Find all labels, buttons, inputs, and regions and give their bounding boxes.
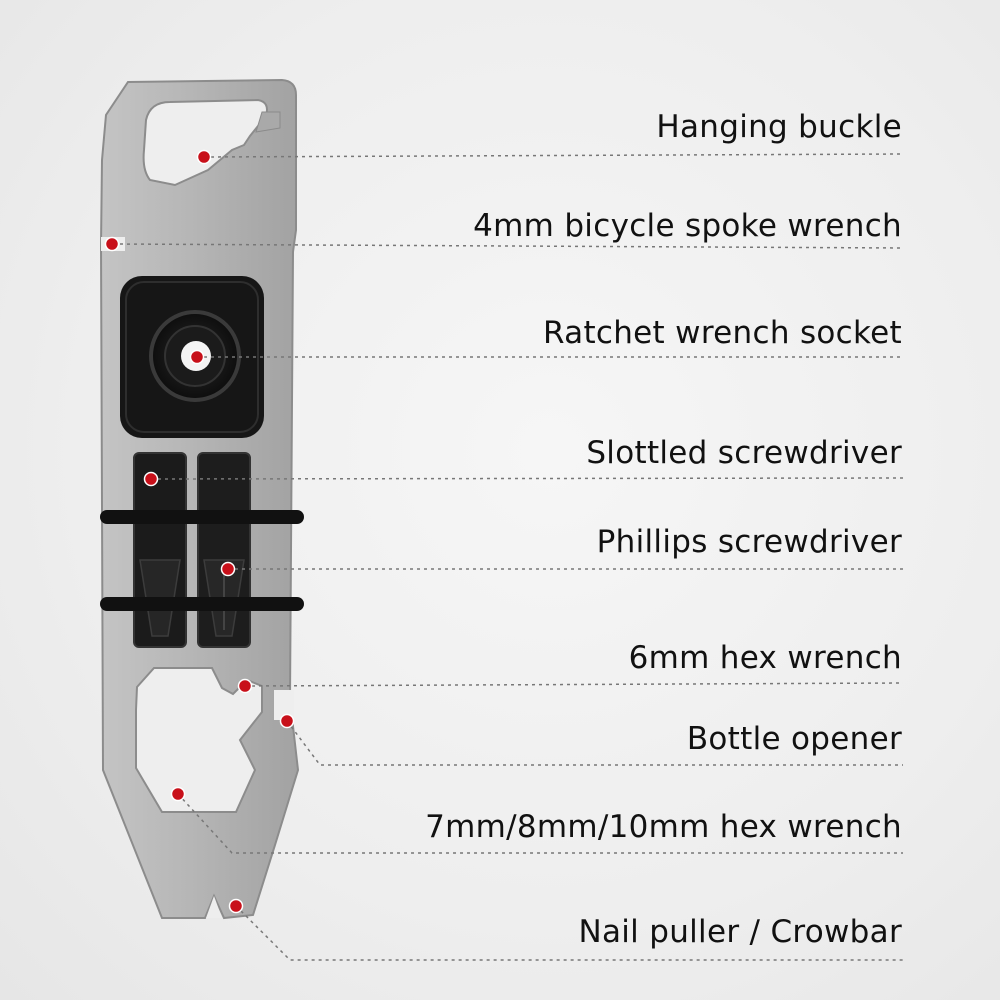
label-bottle-opener: Bottle opener — [686, 721, 902, 757]
bottle-opener-notch — [274, 690, 294, 720]
rubber-band-bottom — [100, 597, 304, 611]
marker-slotted — [143, 471, 159, 487]
label-slotted-screwdriver: Slottled screwdriver — [586, 435, 902, 471]
marker-bottle-opener — [279, 713, 295, 729]
label-ratchet-socket: Ratchet wrench socket — [542, 315, 902, 351]
label-phillips-screwdriver: Phillips screwdriver — [596, 524, 902, 560]
marker-spoke-wrench — [104, 236, 120, 252]
nail-puller-notch — [206, 896, 222, 918]
marker-phillips — [220, 561, 236, 577]
ratchet-socket-highlight — [125, 281, 259, 433]
marker-hanging-buckle — [196, 149, 212, 165]
leader-lines — [112, 153, 904, 961]
leader-line-bottle-opener — [286, 720, 903, 766]
leader-line-hex-multi — [177, 793, 903, 854]
leader-line-slotted — [150, 477, 904, 480]
hex-wrench-cutout — [135, 667, 263, 813]
label-hanging-buckle: Hanging buckle — [656, 109, 902, 145]
label-nail-puller: Nail puller / Crowbar — [578, 914, 902, 950]
leader-line-nail-puller — [235, 905, 903, 961]
buckle-gate — [255, 111, 281, 133]
label-hex-wrench-6mm: 6mm hex wrench — [628, 640, 902, 676]
marker-ratchet-socket — [189, 349, 205, 365]
marker-hex-multi — [170, 786, 186, 802]
leader-line-spoke-wrench — [112, 243, 904, 249]
label-spoke-wrench: 4mm bicycle spoke wrench — [473, 208, 902, 244]
rubber-band-top — [100, 510, 304, 524]
markers — [104, 149, 295, 914]
marker-hex-6mm — [237, 678, 253, 694]
leader-line-hanging-buckle — [203, 153, 904, 158]
leader-line-hex-6mm — [244, 682, 904, 687]
marker-nail-puller — [228, 898, 244, 914]
label-hex-wrench-multi: 7mm/8mm/10mm hex wrench — [425, 809, 902, 845]
